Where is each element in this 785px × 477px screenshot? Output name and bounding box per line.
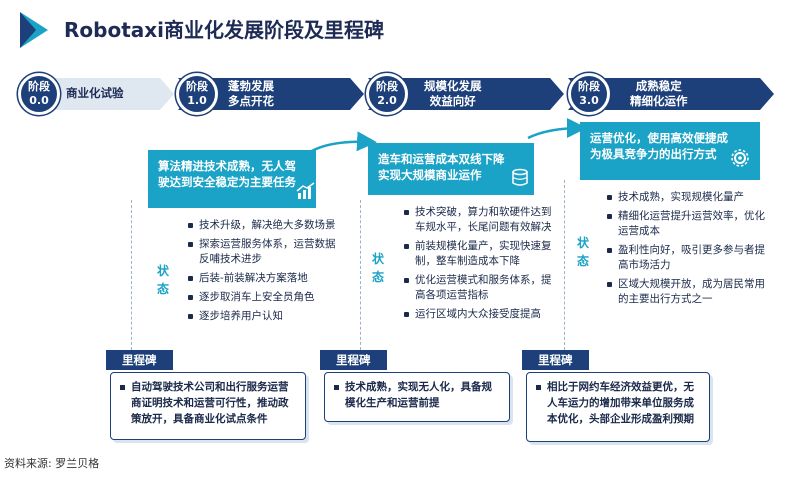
coins-stack-icon [512,168,528,186]
state-list-3: 技术成熟，实现规模化量产 精细化运营提升运营效率，优化运营成本 盈利性向好，吸引… [607,190,765,311]
stage-2-label: 规模化发展效益向好 [424,79,482,108]
stage-0-label: 商业化试验 [66,86,124,100]
list-item: 技术突破，算力和软硬件达到车规水平，长尾问题有效解决 [404,205,552,235]
stage-3-label: 成熟稳定精细化运作 [630,79,688,108]
progress-arrows [309,118,587,154]
milestone-tab-3: 里程碑 [522,350,589,370]
goal-box-2: 造车和运营成本双线下降实现大规模商业运作 [368,143,534,195]
milestone-tab-1: 里程碑 [106,350,173,370]
goal-box-1: 算法精进技术成熟，无人驾驶达到安全稳定为主要任务 [148,150,316,208]
list-item: 逐步培养用户认知 [188,309,338,324]
logo-icon [20,12,48,48]
list-item: 后装-前装解决方案落地 [188,271,338,286]
column-2-dashline [360,200,361,350]
gear-icon [731,149,749,167]
state-label-1: 状态 [156,264,169,296]
list-item: 技术升级，解决绝大多数场景 [188,218,338,233]
list-item: 技术成熟，实现规模化量产 [607,190,765,205]
state-list-1: 技术升级，解决绝大多数场景 探索运营服务体系，运营数据反哺技术进步 后装-前装解… [188,218,338,328]
source-note: 资料来源: 罗兰贝格 [4,457,100,470]
stage-strip [30,78,774,110]
growth-chart-icon [296,182,315,199]
list-item: 前装规模化量产，实现快速复制，整车制造成本下降 [404,239,552,269]
stage-1-label: 蓬勃发展多点开花 [228,79,274,108]
milestone-box-2: 技术成熟，实现无人化，具备规模化生产和运营前提 [324,372,510,422]
page-title: Robotaxi商业化发展阶段及里程碑 [64,18,385,42]
column-1-dashline [131,200,132,350]
list-item: 盈利性向好，吸引更多参与者提高市场活力 [607,243,765,273]
list-item: 运行区域内大众接受度提高 [404,307,552,322]
list-item: 优化运营模式和服务体系，提高各项运营指标 [404,273,552,303]
goal-box-3: 运营优化，使用高效便捷成为极具竞争力的出行方式 [580,122,760,180]
column-3-dashline [564,180,565,350]
state-label-3: 状态 [576,236,589,268]
list-item: 逐步取消车上安全员角色 [188,290,338,305]
list-item: 精细化运营提升运营效率，优化运营成本 [607,209,765,239]
list-item: 探索运营服务体系，运营数据反哺技术进步 [188,237,338,267]
milestone-box-3: 相比于网约车经济效益更优，无人车运力的增加带来单位服务成本优化，头部企业形成盈利… [526,372,710,442]
milestone-tab-2: 里程碑 [320,350,387,370]
milestone-box-1: 自动驾驶技术公司和出行服务运营商证明技术和运营可行性，推动政策放开，具备商业化试… [110,372,306,440]
state-list-2: 技术突破，算力和软硬件达到车规水平，长尾问题有效解决 前装规模化量产，实现快速复… [404,205,552,326]
state-label-2: 状态 [371,252,384,284]
list-item: 区域大规模开放，成为居民常用的主要出行方式之一 [607,277,765,307]
